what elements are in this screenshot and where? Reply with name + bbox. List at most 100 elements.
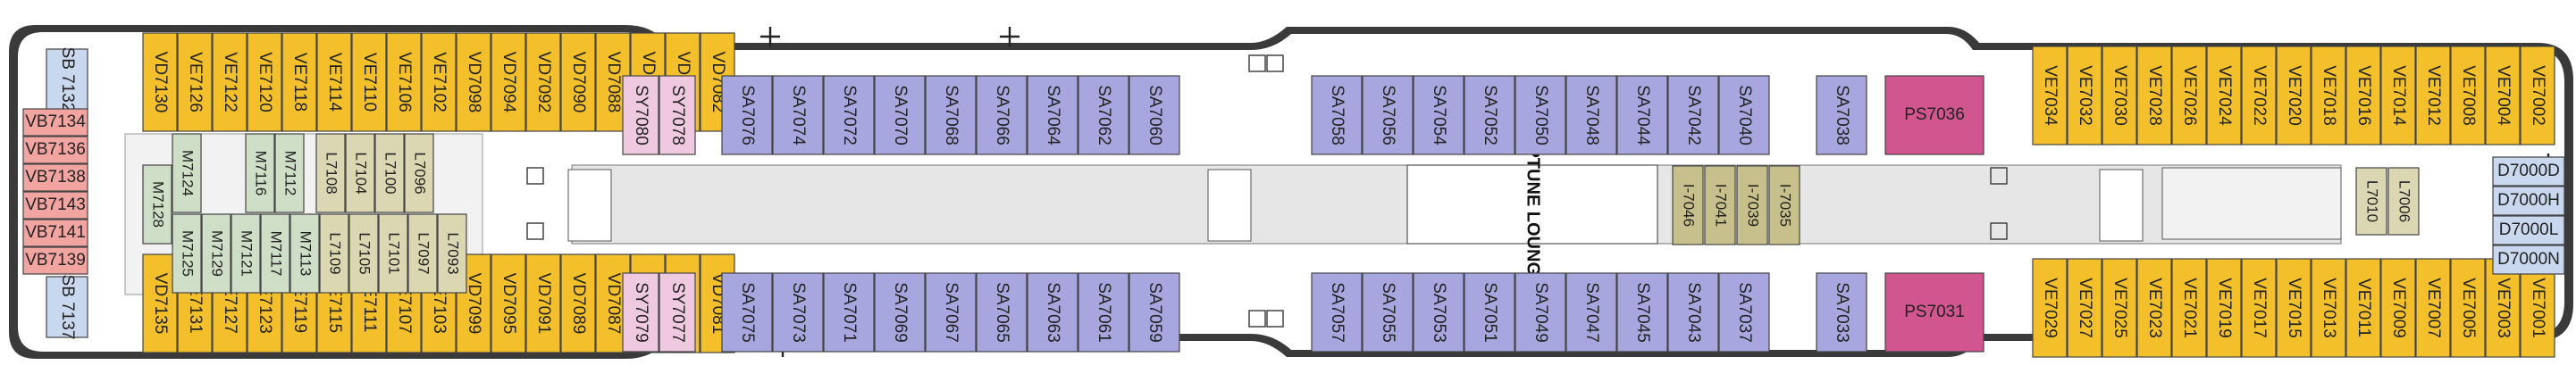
cabin-sa7070[interactable]: SA7070 xyxy=(874,75,926,155)
cabin-box[interactable] xyxy=(2492,215,2565,245)
cabin-box[interactable] xyxy=(2136,258,2172,358)
cabin-box[interactable] xyxy=(721,75,773,155)
cabin-box[interactable] xyxy=(22,136,88,164)
cabin-box[interactable] xyxy=(560,32,596,132)
cabin-box[interactable] xyxy=(351,32,387,132)
cabin-box[interactable] xyxy=(1129,272,1180,353)
cabin-box[interactable] xyxy=(1672,165,1704,245)
cabin-box[interactable] xyxy=(1515,75,1566,155)
cabin-ve7034[interactable]: VE7034 xyxy=(2032,46,2068,145)
cabin-box[interactable] xyxy=(772,75,824,155)
cabin-sa7038[interactable]: SA7038 xyxy=(1816,75,1867,155)
cabin-vb7139[interactable]: VB7139 xyxy=(22,246,88,275)
cabin-ve7032[interactable]: VE7032 xyxy=(2067,46,2102,145)
cabin-box[interactable] xyxy=(1027,272,1078,353)
cabin-box[interactable] xyxy=(1565,75,1617,155)
cabin-ve7102[interactable]: VE7102 xyxy=(421,32,457,132)
cabin-box[interactable] xyxy=(2345,258,2381,358)
cabin-sa7043[interactable]: SA7043 xyxy=(1667,272,1719,353)
cabin-ve7027[interactable]: VE7027 xyxy=(2067,258,2102,358)
cabin-sa7048[interactable]: SA7048 xyxy=(1565,75,1617,155)
cabin-box[interactable] xyxy=(289,213,320,294)
cabin-sa7069[interactable]: SA7069 xyxy=(874,272,926,353)
cabin-ve7017[interactable]: VE7017 xyxy=(2241,258,2277,358)
cabin-box[interactable] xyxy=(2032,258,2068,358)
cabin-box[interactable] xyxy=(2067,258,2102,358)
cabin-box[interactable] xyxy=(348,213,379,294)
cabin-l7096[interactable]: L7096 xyxy=(404,133,434,213)
cabin-sb7132[interactable]: SB 7132 xyxy=(46,47,88,112)
cabin-box[interactable] xyxy=(345,133,375,213)
cabin-vd7094[interactable]: VD7094 xyxy=(491,32,526,132)
cabin-sa7060[interactable]: SA7060 xyxy=(1129,75,1180,155)
cabin-box[interactable] xyxy=(659,75,696,155)
cabin-ve7023[interactable]: VE7023 xyxy=(2136,258,2172,358)
cabin-sa7052[interactable]: SA7052 xyxy=(1464,75,1515,155)
cabin-box[interactable] xyxy=(1616,75,1668,155)
cabin-sy7077[interactable]: SY7077 xyxy=(659,272,696,353)
cabin-box[interactable] xyxy=(274,133,305,213)
cabin-box[interactable] xyxy=(22,219,88,247)
cabin-box[interactable] xyxy=(2136,46,2172,145)
cabin-box[interactable] xyxy=(281,32,317,132)
cabin-ve7114[interactable]: VE7114 xyxy=(316,32,352,132)
cabin-box[interactable] xyxy=(491,32,526,132)
cabin-box[interactable] xyxy=(260,213,290,294)
cabin-ps7031[interactable]: PS7031 xyxy=(1884,272,1984,353)
cabin-sa7062[interactable]: SA7062 xyxy=(1078,75,1129,155)
cabin-sa7072[interactable]: SA7072 xyxy=(823,75,875,155)
cabin-box[interactable] xyxy=(378,213,408,294)
cabin-box[interactable] xyxy=(1816,272,1867,353)
cabin-vb7136[interactable]: VB7136 xyxy=(22,136,88,164)
cabin-ve7002[interactable]: VE7002 xyxy=(2520,46,2555,145)
cabin-box[interactable] xyxy=(22,191,88,220)
cabin-i-7041[interactable]: I-7041 xyxy=(1704,165,1736,245)
cabin-ve7120[interactable]: VE7120 xyxy=(247,32,282,132)
cabin-box[interactable] xyxy=(2276,46,2312,145)
cabin-box[interactable] xyxy=(22,163,88,192)
cabin-ve7018[interactable]: VE7018 xyxy=(2311,46,2346,145)
cabin-box[interactable] xyxy=(142,164,172,245)
cabin-vd7095[interactable]: VD7095 xyxy=(491,253,526,353)
cabin-sa7056[interactable]: SA7056 xyxy=(1362,75,1414,155)
cabin-box[interactable] xyxy=(874,272,926,353)
cabin-box[interactable] xyxy=(142,253,178,353)
cabin-vd7092[interactable]: VD7092 xyxy=(525,32,561,132)
cabin-box[interactable] xyxy=(374,133,405,213)
cabin-ve7003[interactable]: VE7003 xyxy=(2485,258,2521,358)
cabin-sa7037[interactable]: SA7037 xyxy=(1718,272,1770,353)
cabin-box[interactable] xyxy=(2355,167,2387,236)
cabin-vd7098[interactable]: VD7098 xyxy=(456,32,491,132)
cabin-ve7011[interactable]: VE7011 xyxy=(2345,258,2381,358)
cabin-box[interactable] xyxy=(2206,46,2242,145)
cabin-box[interactable] xyxy=(2387,167,2420,236)
cabin-l7101[interactable]: L7101 xyxy=(378,213,408,294)
cabin-box[interactable] xyxy=(1078,272,1129,353)
cabin-box[interactable] xyxy=(491,253,526,353)
cabin-l7097[interactable]: L7097 xyxy=(407,213,438,294)
cabin-box[interactable] xyxy=(2485,46,2521,145)
cabin-box[interactable] xyxy=(421,32,457,132)
cabin-l7100[interactable]: L7100 xyxy=(374,133,405,213)
cabin-vb7138[interactable]: VB7138 xyxy=(22,163,88,192)
cabin-l7104[interactable]: L7104 xyxy=(345,133,375,213)
cabin-box[interactable] xyxy=(1027,75,1078,155)
cabin-sy7080[interactable]: SY7080 xyxy=(622,75,659,155)
cabin-ve7029[interactable]: VE7029 xyxy=(2032,258,2068,358)
cabin-box[interactable] xyxy=(823,272,875,353)
cabin-box[interactable] xyxy=(1884,75,1984,155)
cabin-sy7079[interactable]: SY7079 xyxy=(622,272,659,353)
cabin-ps7036[interactable]: PS7036 xyxy=(1884,75,1984,155)
cabin-box[interactable] xyxy=(1768,165,1800,245)
cabin-i-7039[interactable]: I-7039 xyxy=(1736,165,1768,245)
cabin-box[interactable] xyxy=(22,246,88,275)
cabin-box[interactable] xyxy=(772,272,824,353)
cabin-sa7054[interactable]: SA7054 xyxy=(1413,75,1464,155)
cabin-ve7019[interactable]: VE7019 xyxy=(2206,258,2242,358)
cabin-sa7040[interactable]: SA7040 xyxy=(1718,75,1770,155)
cabin-m7121[interactable]: M7121 xyxy=(231,213,261,294)
cabin-ve7015[interactable]: VE7015 xyxy=(2276,258,2312,358)
cabin-sa7033[interactable]: SA7033 xyxy=(1816,272,1867,353)
cabin-l7093[interactable]: L7093 xyxy=(437,213,467,294)
cabin-m7117[interactable]: M7117 xyxy=(260,213,290,294)
